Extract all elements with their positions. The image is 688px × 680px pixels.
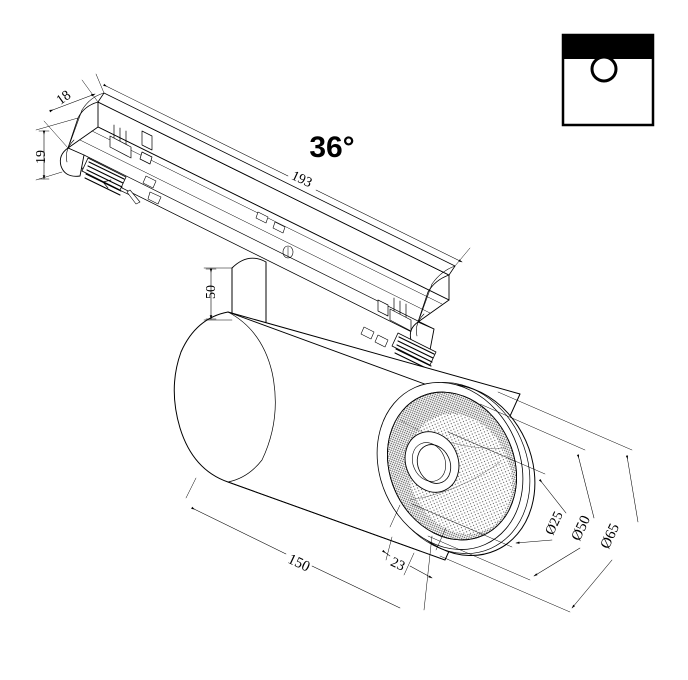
dim-label-lens-diameter: Ø25 [543, 509, 567, 537]
rail-connector-grille-far [391, 332, 437, 371]
dim-label-body-length: 150 [285, 551, 312, 575]
dimension-rail-height [35, 117, 79, 181]
led-lens [404, 431, 460, 493]
rail-end-far [360, 265, 456, 371]
lamp-head [376, 382, 536, 557]
front-view-inset [561, 33, 655, 127]
dimension-rail-width [43, 79, 99, 149]
dimension-bracket-drop [203, 267, 233, 321]
dim-label-head-outer-diameter: Ø65 [598, 521, 623, 551]
dimension-diameters [411, 391, 639, 613]
inset-lens-circle [590, 55, 618, 83]
dimension-head-depth [382, 504, 447, 611]
rail-contact-pins-near [109, 124, 153, 165]
track-rail [59, 92, 456, 371]
dim-label-rail-height: 19 [34, 150, 49, 164]
rail-face-markings-near [102, 175, 162, 205]
rail-face-markings-far [360, 326, 389, 348]
dim-label-bracket-drop: 50 [204, 285, 219, 299]
dim-label-head-inner-diameter: Ø50 [569, 513, 594, 543]
dim-label-head-depth: 23 [388, 555, 407, 575]
dimension-rail-length [95, 73, 471, 267]
dimension-body-length [185, 477, 415, 609]
rail-end-near [59, 92, 162, 205]
rail-contact-pins-far [377, 297, 412, 332]
rail-mid-details [255, 211, 294, 259]
angle-label: 36° [309, 131, 354, 164]
dim-label-rail-width: 18 [54, 88, 74, 108]
